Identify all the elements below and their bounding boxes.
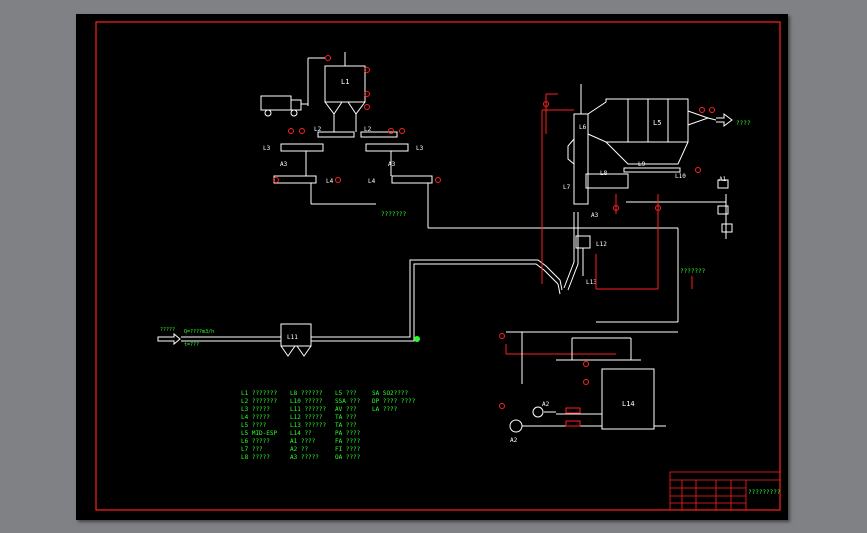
legend-item: PA ???? [335, 430, 361, 437]
legend-item: A2 ?? [290, 446, 308, 453]
label-a1: A1 [719, 176, 727, 183]
legend-item: SSA ??? [335, 398, 361, 405]
label-l9: L9 [638, 161, 646, 168]
drawing-sheet: L1 L2 L2 L3 L3 L4 L4 A3 A3 ??????? [76, 14, 788, 520]
legend-item: SA SO2???? [372, 390, 409, 397]
legend-item: TA ??? [335, 414, 357, 421]
legend-item: L3 ????? [241, 406, 270, 413]
label-l2a: L2 [314, 126, 322, 133]
main-duct [181, 212, 579, 342]
legend-item: L5 ??? [335, 390, 357, 397]
label-l13: L13 [586, 279, 597, 286]
legend-item: A3 ????? [290, 454, 319, 461]
label-l6: L6 [579, 124, 587, 131]
separator-l11 [280, 323, 312, 357]
label-l4a: L4 [326, 178, 334, 185]
legend-item: OA ???? [335, 454, 361, 461]
legend-item: L11 ?????? [290, 406, 327, 413]
junction-dot [414, 336, 420, 342]
label-l7: L7 [563, 184, 571, 191]
reactor-tower [567, 84, 629, 205]
legend-item: DP ???? ???? [372, 398, 416, 405]
label-l8: L8 [600, 170, 608, 177]
feeder-l12-l13 [575, 235, 591, 276]
legend-item: TA ??? [335, 422, 357, 429]
truck-icon [260, 95, 308, 117]
label-a3c: A3 [591, 212, 599, 219]
label-l1: L1 [341, 78, 349, 86]
legend: L1 ???????L2 ???????L3 ?????L4 ?????L5 ?… [241, 390, 416, 461]
label-l3a: L3 [263, 145, 271, 152]
drawing-title: ????????? [748, 489, 781, 496]
legend-item: L2 ??????? [241, 398, 278, 405]
drawing-border [95, 21, 781, 511]
legend-item: L12 ????? [290, 414, 323, 421]
filter-1 [565, 407, 581, 414]
legend-item: L6 ????? [241, 438, 270, 445]
label-a2b: A2 [510, 437, 518, 444]
red-piping [505, 93, 693, 355]
flow-temp-text: t=??? [184, 342, 199, 348]
outlet-top-text: ???? [736, 120, 751, 127]
legend-item: L1 ??????? [241, 390, 278, 397]
instrument-markers [273, 55, 715, 409]
inlet-arrow-icon [157, 332, 181, 346]
a1-units [626, 179, 733, 239]
label-a3a: A3 [280, 161, 288, 168]
legend-item: AV ??? [335, 406, 357, 413]
title-block [669, 471, 781, 511]
label-l14: L14 [622, 400, 635, 408]
label-l10: L10 [675, 173, 686, 180]
flow-rate-text: Q=????m3/h [184, 329, 214, 335]
tank-system-l14 [506, 331, 678, 433]
label-l11: L11 [287, 334, 298, 341]
legend-item: FI ???? [335, 446, 361, 453]
legend-item: A1 ???? [290, 438, 316, 445]
label-l12: L12 [596, 241, 607, 248]
legend-item: L5 ???? [241, 422, 267, 429]
flow-in-text: ????? [160, 327, 175, 333]
legend-item: LA ???? [372, 406, 398, 413]
precipitator-l5 [587, 98, 733, 173]
legend-item: L4 ????? [241, 414, 270, 421]
label-a2a: A2 [542, 401, 550, 408]
label-l4b: L4 [368, 178, 376, 185]
silo-l1 [307, 52, 366, 132]
legend-item: L5 MID-ESP [241, 430, 278, 437]
label-a3b: A3 [388, 161, 396, 168]
legend-item: L8 ????? [241, 454, 270, 461]
branch-right-text: ??????? [680, 268, 706, 275]
label-l5: L5 [653, 119, 661, 127]
legend-item: L13 ?????? [290, 422, 327, 429]
branch-left-text: ??????? [381, 211, 407, 218]
legend-item: L10 ????? [290, 398, 323, 405]
legend-item: FA ???? [335, 438, 361, 445]
screw-conveyors [273, 131, 679, 323]
legend-item: L8 ?????? [290, 390, 323, 397]
legend-item: L14 ?? [290, 430, 312, 437]
process-diagram: L1 L2 L2 L3 L3 L4 L4 A3 A3 ??????? [95, 21, 781, 511]
label-l2b: L2 [364, 126, 372, 133]
filter-2 [565, 420, 581, 427]
label-l3b: L3 [416, 145, 424, 152]
legend-item: L7 ??? [241, 446, 263, 453]
